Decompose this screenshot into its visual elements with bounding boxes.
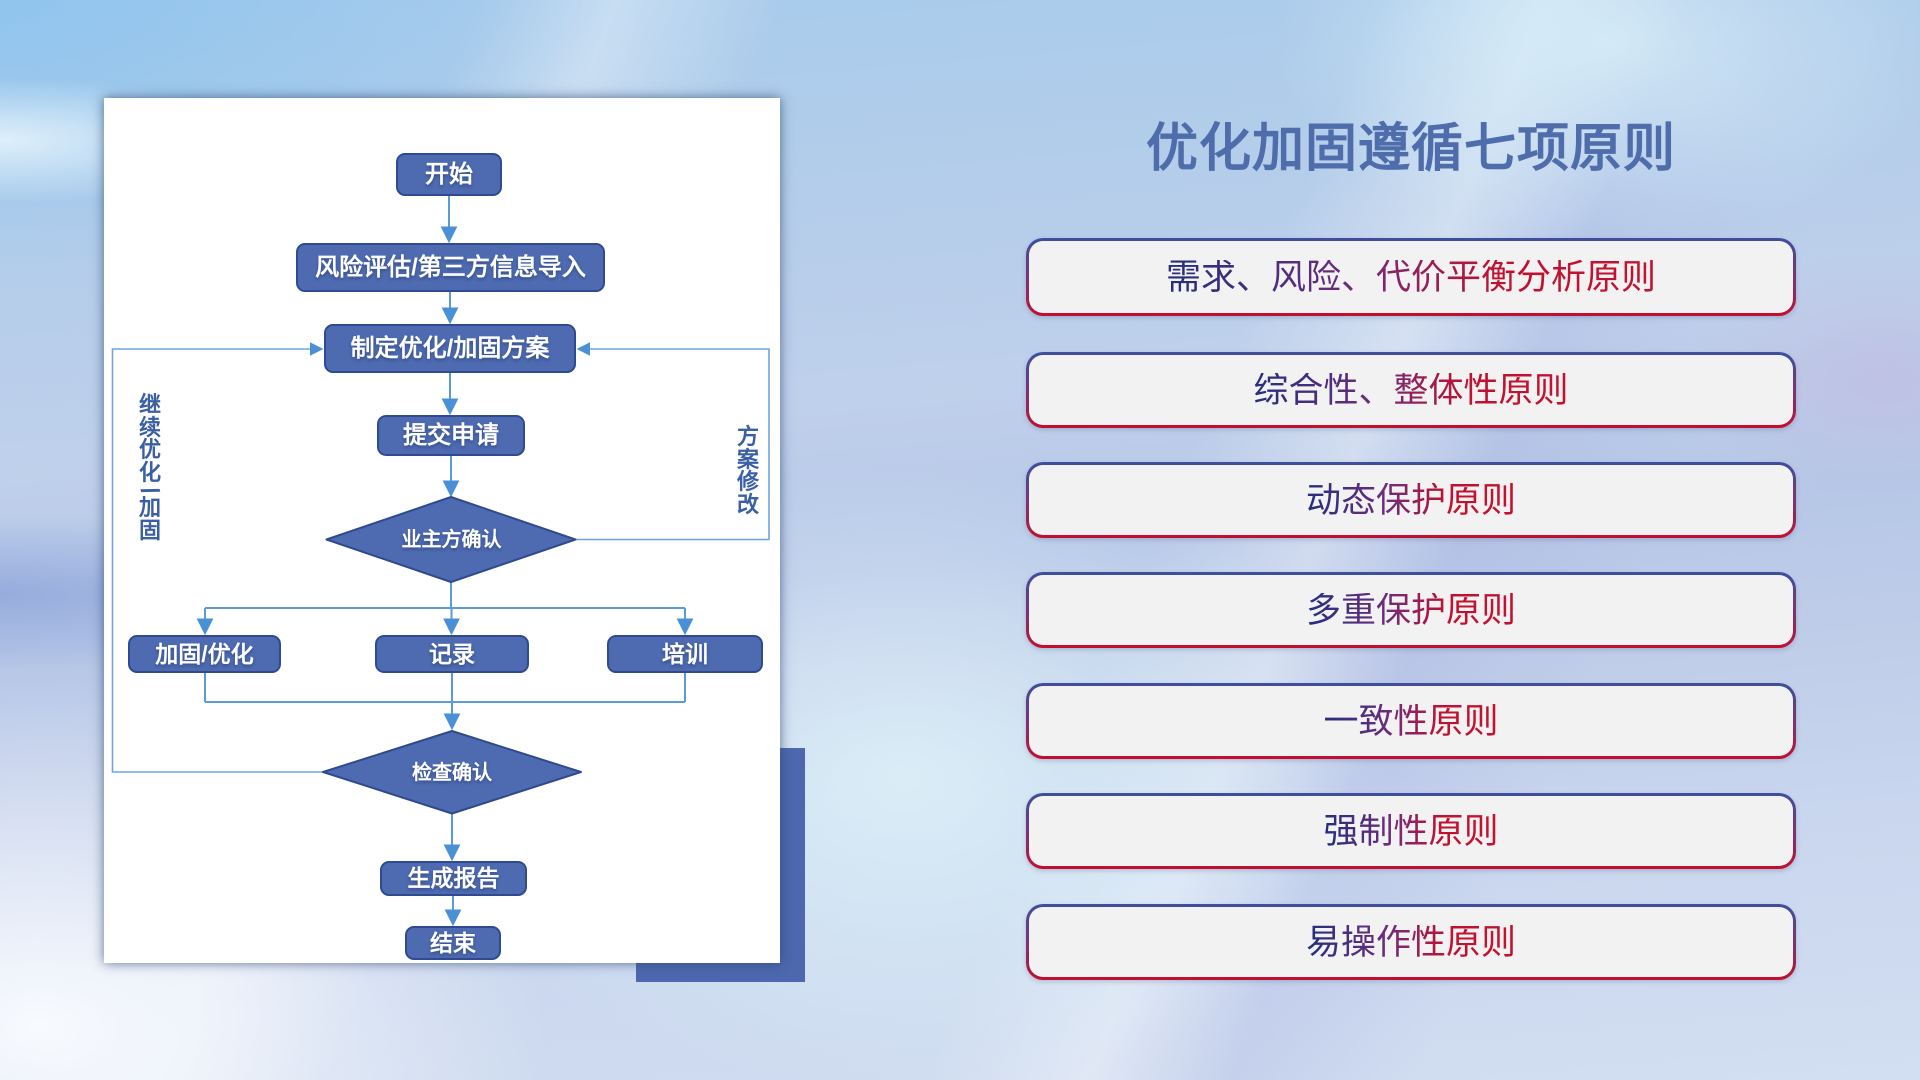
flow-node-make-report: 生成报告 xyxy=(380,861,527,896)
principle-box-1: 需求、风险、代价平衡分析原则 xyxy=(1026,238,1796,316)
flowchart-connectors xyxy=(111,196,770,927)
principle-box-2: 综合性、整体性原则 xyxy=(1026,352,1796,428)
page-title: 优化加固遵循七项原则 xyxy=(1145,120,1676,178)
principle-1-label: 需求、风险、代价平衡分析原则 xyxy=(1165,257,1656,297)
flow-node-submit-request: 提交申请 xyxy=(377,415,525,456)
flow-node-end: 结束 xyxy=(405,926,501,960)
flow-node-reinforce-label: 加固/优化 xyxy=(155,640,254,667)
principle-5-label: 一致性原则 xyxy=(1323,701,1499,741)
flow-node-make-plan-label: 制定优化/加固方案 xyxy=(350,334,550,362)
principle-box-7: 易操作性原则 xyxy=(1026,904,1796,980)
flow-node-owner-confirm: 业主方确认 xyxy=(327,497,576,582)
flow-node-check-confirm: 检查确认 xyxy=(323,731,581,814)
flow-node-make-plan: 制定优化/加固方案 xyxy=(324,324,576,373)
flow-node-reinforce: 加固/优化 xyxy=(128,635,281,673)
flowchart-panel: 开始 风险评估/第三方信息导入 制定优化/加固方案 提交申请 业主方确认 加固/… xyxy=(104,98,780,963)
flow-node-risk-import-label: 风险评估/第三方信息导入 xyxy=(315,253,586,281)
flow-node-end-label: 结束 xyxy=(430,929,476,956)
principle-box-5: 一致性原则 xyxy=(1026,683,1796,759)
principle-box-3: 动态保护原则 xyxy=(1026,462,1796,538)
principle-box-4: 多重保护原则 xyxy=(1026,572,1796,648)
principle-7-label: 易操作性原则 xyxy=(1305,922,1516,962)
flow-node-owner-confirm-label: 业主方确认 xyxy=(401,528,502,551)
flow-node-start-label: 开始 xyxy=(425,160,473,188)
flow-node-record-label: 记录 xyxy=(429,640,475,667)
flow-node-check-confirm-label: 检查确认 xyxy=(412,761,492,784)
loop-label-continue-optimize: 继续优化/加固 xyxy=(135,392,165,543)
diamond-check-confirm-shape xyxy=(322,730,582,815)
flow-node-make-report-label: 生成报告 xyxy=(407,865,500,891)
principle-box-6: 强制性原则 xyxy=(1026,793,1796,869)
diamond-owner-confirm-shape xyxy=(325,496,577,583)
flow-node-training: 培训 xyxy=(607,635,763,673)
flow-node-start: 开始 xyxy=(396,153,502,196)
flow-node-submit-request-label: 提交申请 xyxy=(403,421,499,449)
loop-label-plan-modify: 方案修改 xyxy=(736,424,759,517)
flow-node-training-label: 培训 xyxy=(662,640,708,667)
principle-2-label: 综合性、整体性原则 xyxy=(1253,370,1569,410)
principles-column: 优化加固遵循七项原则 需求、风险、代价平衡分析原则 综合性、整体性原则 动态保护… xyxy=(1026,0,1796,1080)
flow-node-risk-import: 风险评估/第三方信息导入 xyxy=(296,243,605,292)
principle-6-label: 强制性原则 xyxy=(1323,811,1499,851)
flow-node-record: 记录 xyxy=(375,635,529,673)
principle-3-label: 动态保护原则 xyxy=(1305,480,1516,520)
principle-4-label: 多重保护原则 xyxy=(1305,590,1516,630)
